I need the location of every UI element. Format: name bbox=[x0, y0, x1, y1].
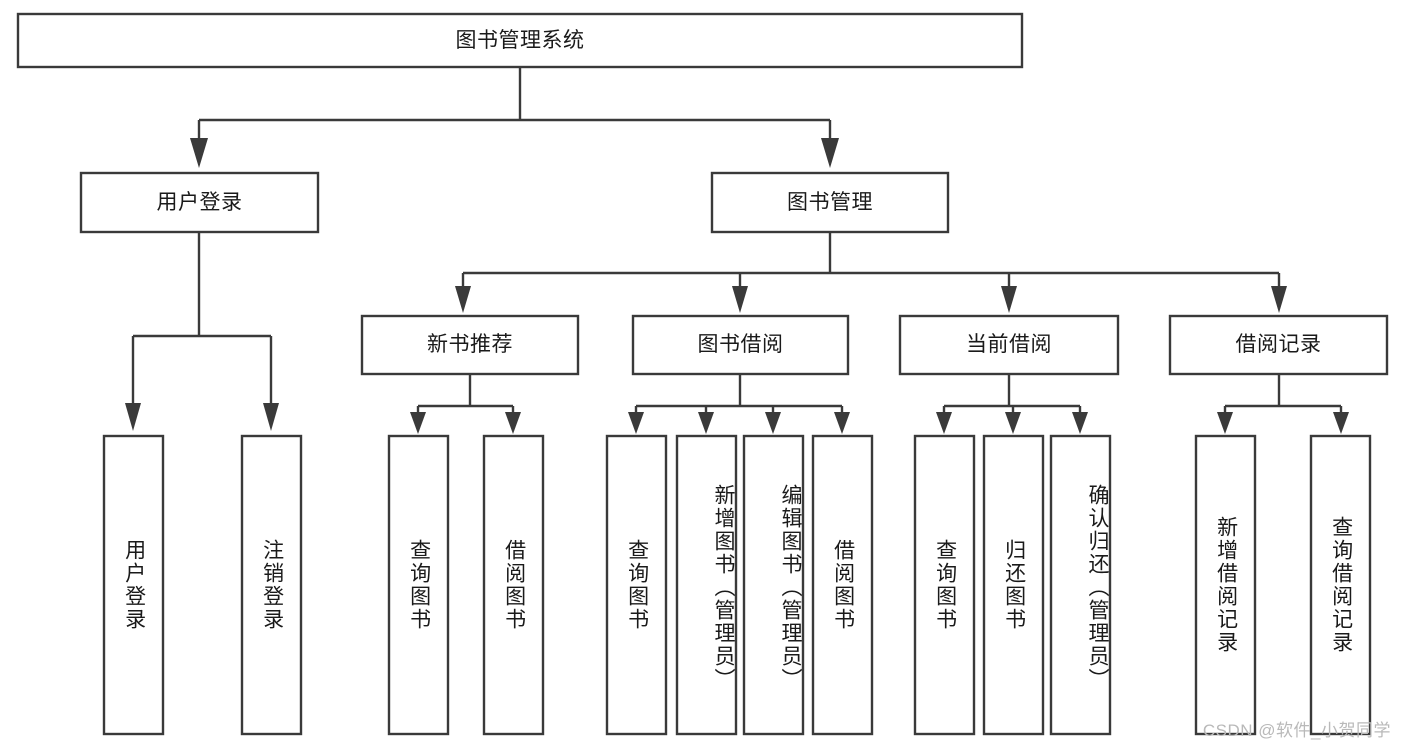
arrow-head-leaf-logout bbox=[263, 403, 279, 431]
connector-user-login-to-leaves bbox=[125, 232, 279, 431]
node-box-current-borrow[interactable] bbox=[898, 314, 1120, 376]
arrow-head-cb-query bbox=[936, 412, 952, 434]
arrow-head-nb-query bbox=[410, 412, 426, 434]
node-box-leaf-cb-return-book[interactable] bbox=[982, 434, 1045, 736]
arrow-head-user-login bbox=[190, 138, 208, 168]
arrow-head-current-borrow bbox=[1001, 286, 1017, 313]
node-box-user-login[interactable] bbox=[79, 171, 320, 234]
node-box-new-book-recommend[interactable] bbox=[360, 314, 580, 376]
node-box-leaf-nb-borrow-book[interactable] bbox=[482, 434, 545, 736]
arrow-head-cb-return bbox=[1005, 412, 1021, 434]
arrow-head-leaf-user-login bbox=[125, 403, 141, 431]
node-box-leaf-logout[interactable] bbox=[240, 434, 303, 736]
connector-current-borrow-to-leaves bbox=[936, 374, 1088, 434]
connector-root-to-level2 bbox=[190, 67, 839, 168]
node-box-leaf-nb-query-book[interactable] bbox=[387, 434, 450, 736]
csdn-watermark: CSDN @软件_小贺同学 bbox=[1202, 721, 1391, 740]
arrow-head-br-query bbox=[1333, 412, 1349, 434]
node-box-leaf-br-add-record[interactable] bbox=[1194, 434, 1257, 736]
node-box-leaf-bb-query-book[interactable] bbox=[605, 434, 668, 736]
node-box-leaf-bb-add-book[interactable] bbox=[675, 434, 738, 736]
node-box-book-management[interactable] bbox=[710, 171, 950, 234]
node-box-leaf-br-query-record[interactable] bbox=[1309, 434, 1372, 736]
node-box-book-borrow[interactable] bbox=[631, 314, 850, 376]
arrow-head-cb-confirm bbox=[1072, 412, 1088, 434]
connector-book-manage-to-level3 bbox=[455, 232, 1287, 313]
node-box-leaf-cb-query-book[interactable] bbox=[913, 434, 976, 736]
arrow-head-book-borrow bbox=[732, 286, 748, 313]
node-box-leaf-user-login[interactable] bbox=[102, 434, 165, 736]
arrow-head-bb-borrow bbox=[834, 412, 850, 434]
arrow-head-bb-add bbox=[698, 412, 714, 434]
connector-new-book-to-leaves bbox=[410, 374, 521, 434]
arrow-head-borrow-record bbox=[1271, 286, 1287, 313]
node-box-leaf-bb-borrow-book[interactable] bbox=[811, 434, 874, 736]
arrow-head-book-manage bbox=[821, 138, 839, 168]
arrow-head-bb-edit bbox=[765, 412, 781, 434]
node-box-borrow-record[interactable] bbox=[1168, 314, 1389, 376]
arrow-head-bb-query bbox=[628, 412, 644, 434]
connector-borrow-record-to-leaves bbox=[1217, 374, 1349, 434]
node-box-leaf-cb-confirm-return[interactable] bbox=[1049, 434, 1112, 736]
arrow-head-nb-borrow bbox=[505, 412, 521, 434]
node-box-root[interactable] bbox=[16, 12, 1024, 69]
arrow-head-new-book bbox=[455, 286, 471, 313]
node-box-leaf-bb-edit-book[interactable] bbox=[742, 434, 805, 736]
connector-book-borrow-to-leaves bbox=[628, 374, 850, 434]
arrow-head-br-add bbox=[1217, 412, 1233, 434]
